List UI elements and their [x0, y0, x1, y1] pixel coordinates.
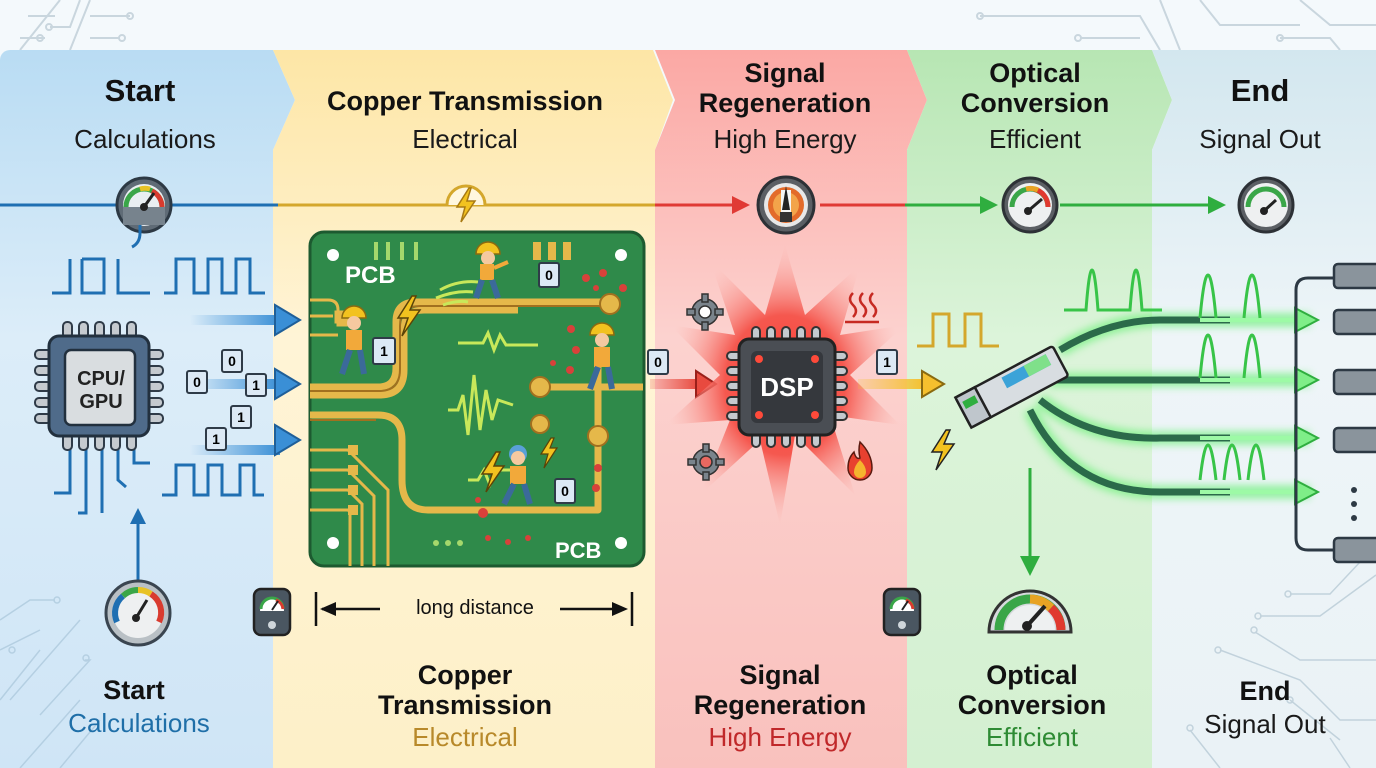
bit-chip: 1 [876, 349, 898, 375]
bottom-title-copper-2: Transmission [377, 690, 553, 720]
transceiver-icon [953, 345, 1069, 430]
worker-icon [587, 322, 615, 391]
bottom-subtitle-start: Calculations [68, 708, 210, 738]
lightning-icon [445, 184, 487, 223]
bit-chip: 1 [230, 405, 252, 429]
pcb-label-top: PCB [345, 262, 396, 289]
output-ports [1294, 262, 1376, 564]
worker-icon [501, 445, 533, 506]
bit-chip: 0 [554, 478, 576, 504]
up-arrow [130, 508, 146, 586]
stage-subtitle-copper: Electrical [412, 124, 518, 154]
digital-signal-waves [52, 225, 265, 515]
gauge-icon [1001, 176, 1059, 234]
bottom-title-start: Start [103, 675, 165, 705]
circuit-decoration-top [19, 0, 1376, 51]
gauge-icon [756, 175, 816, 235]
flame-icon [847, 440, 873, 481]
bottom-title-regen-2: Regeneration [693, 690, 867, 720]
stage-title-regen-2: Regeneration [698, 88, 872, 118]
bottom-title-optical-2: Conversion [957, 690, 1107, 720]
stage-subtitle-regen: High Energy [713, 124, 857, 154]
distance-indicator [314, 592, 634, 626]
stage-panel-end [1152, 50, 1376, 768]
stage-title-end: End [1230, 73, 1290, 108]
cpu-label-1: CPU/ [77, 368, 125, 390]
lightning-icon [396, 295, 422, 337]
bit-chip: 0 [221, 349, 243, 373]
gauge-icon [1237, 176, 1295, 234]
lightning-icon [930, 429, 956, 471]
long-distance-label: long distance [416, 597, 534, 619]
bottom-title-copper-1: Copper [417, 660, 513, 690]
gauge-icon [987, 589, 1073, 634]
bit-chip: 1 [245, 373, 267, 397]
bit-chip: 0 [647, 349, 669, 375]
data-arrows [190, 303, 302, 457]
bit-chip: 0 [538, 262, 560, 288]
optical-fibers [1023, 273, 1321, 506]
bottom-subtitle-regen: High Energy [708, 722, 852, 752]
stage-subtitle-optical: Efficient [988, 124, 1081, 154]
stage-title-optical-2: Conversion [960, 88, 1110, 118]
lightning-icon [539, 437, 559, 469]
stage-subtitle-start: Calculations [74, 124, 216, 154]
stage-title-copper: Copper Transmission [326, 86, 604, 116]
dsp-chip [726, 326, 848, 448]
cpu-label-2: GPU [79, 391, 123, 413]
down-arrow [1020, 468, 1040, 576]
bottom-title-optical-1: Optical [986, 660, 1078, 690]
bit-chip: 1 [205, 427, 227, 451]
cpu-chip [34, 321, 164, 451]
bottom-title-regen-1: Signal [739, 660, 821, 690]
bottom-subtitle-copper: Electrical [412, 722, 518, 752]
stage-panel-optical [907, 50, 1172, 768]
bit-chip: 0 [186, 370, 208, 394]
pcb-label-bottom: PCB [555, 538, 602, 563]
power-meter-icon [882, 587, 922, 637]
bottom-subtitle-end: Signal Out [1204, 709, 1326, 739]
heat-icon [845, 292, 879, 324]
stage-title-optical-1: Optical [989, 58, 1081, 88]
power-meter-icon [252, 587, 292, 637]
stage-title-start: Start [104, 73, 176, 108]
bottom-subtitle-optical: Efficient [985, 722, 1078, 752]
worker-icon [473, 241, 509, 299]
bottom-title-end: End [1239, 676, 1291, 706]
gauge-icon [104, 579, 172, 647]
gauge-icon [115, 176, 173, 234]
dsp-label: DSP [760, 372, 814, 402]
electrical-signal-wave [917, 312, 999, 348]
output-arrow [858, 369, 946, 399]
gear-icon [687, 443, 725, 481]
stage-subtitle-end: Signal Out [1199, 124, 1321, 154]
gear-icon [686, 293, 724, 331]
worker-icon [339, 305, 367, 375]
optical-pulse-wave [1064, 268, 1162, 312]
bit-chip: 1 [372, 337, 396, 365]
stage-title-regen-1: Signal [744, 58, 826, 88]
lightning-icon [480, 451, 506, 493]
